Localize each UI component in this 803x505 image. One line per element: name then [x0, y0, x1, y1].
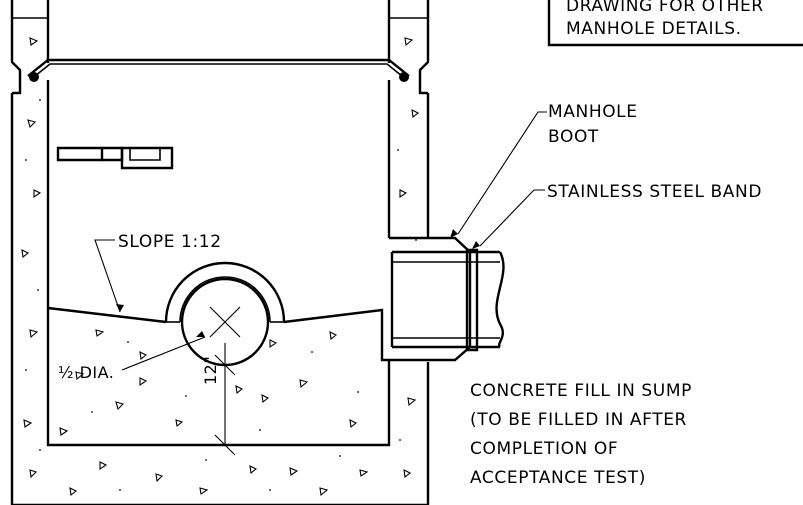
concrete-note-line-1: CONCRETE FILL IN SUMP: [470, 381, 692, 401]
joint-gasket: [27, 58, 410, 82]
pipe-centerline-mark: [209, 306, 241, 338]
note-line-1: DRAWING FOR OTHER: [566, 0, 764, 16]
note-box: DRAWING FOR OTHER MANHOLE DETAILS.: [547, 0, 803, 47]
step-rung: [56, 146, 104, 162]
dim-12-ticks: [214, 354, 236, 456]
concrete-note-line-4: ACCEPTANCE TEST): [470, 468, 646, 488]
base-inner-wall: [46, 80, 391, 447]
leader-half-dia: [121, 336, 206, 371]
riser-right-outer-edge: [418, 0, 430, 95]
leaders: [94, 111, 547, 371]
pipe-inner-arc: [179, 276, 271, 323]
base-section: [10, 80, 430, 505]
stainless-band-label: STAINLESS STEEL BAND: [547, 182, 762, 202]
concrete-aggregate: [21, 37, 420, 497]
bench-top-line: [47, 306, 389, 362]
manhole-step: [56, 146, 174, 170]
concrete-note-line-2: (TO BE FILLED IN AFTER: [470, 410, 687, 430]
concrete-note-line-3: COMPLETION OF: [470, 439, 618, 459]
manhole-boot-label-line1: MANHOLE: [548, 102, 638, 122]
half-dia-label: ½ DIA.: [58, 363, 114, 382]
leader-slope: [94, 239, 121, 313]
gasket-line-lower: [29, 63, 408, 81]
concrete-fill: [47, 306, 389, 362]
riser-left-outer-edge: [10, 0, 22, 95]
step-anchor: [120, 146, 174, 170]
slope-label: SLOPE 1:12: [118, 232, 222, 252]
step-bracket-left: [102, 146, 124, 162]
concrete-dots: [25, 99, 417, 491]
note-box-border: [547, 0, 803, 47]
manhole-boot: [389, 236, 505, 362]
manhole-boot-label-line2: BOOT: [548, 127, 599, 147]
upper-riser: [10, 0, 430, 95]
pipe-break-line: [495, 251, 505, 348]
dimension-12-inch: [214, 343, 236, 456]
step-anchor-slot: [129, 148, 161, 161]
stainless-band-shape: [465, 248, 479, 352]
gasket-line-upper: [27, 58, 410, 77]
boot-outline: [389, 236, 472, 362]
leader-manhole-boot: [457, 111, 547, 235]
pipe-outer-arc: [164, 261, 286, 323]
gasket-seal-left: [29, 72, 39, 82]
dim-12-label: 12": [201, 356, 220, 385]
gasket-seal-right: [399, 72, 409, 82]
exit-pipe-walls: [392, 250, 500, 349]
channel-pipe: [164, 261, 286, 367]
exit-pipe-inner: [392, 261, 500, 339]
leader-stainless-band: [479, 189, 545, 247]
note-line-2: MANHOLE DETAILS.: [566, 19, 742, 39]
